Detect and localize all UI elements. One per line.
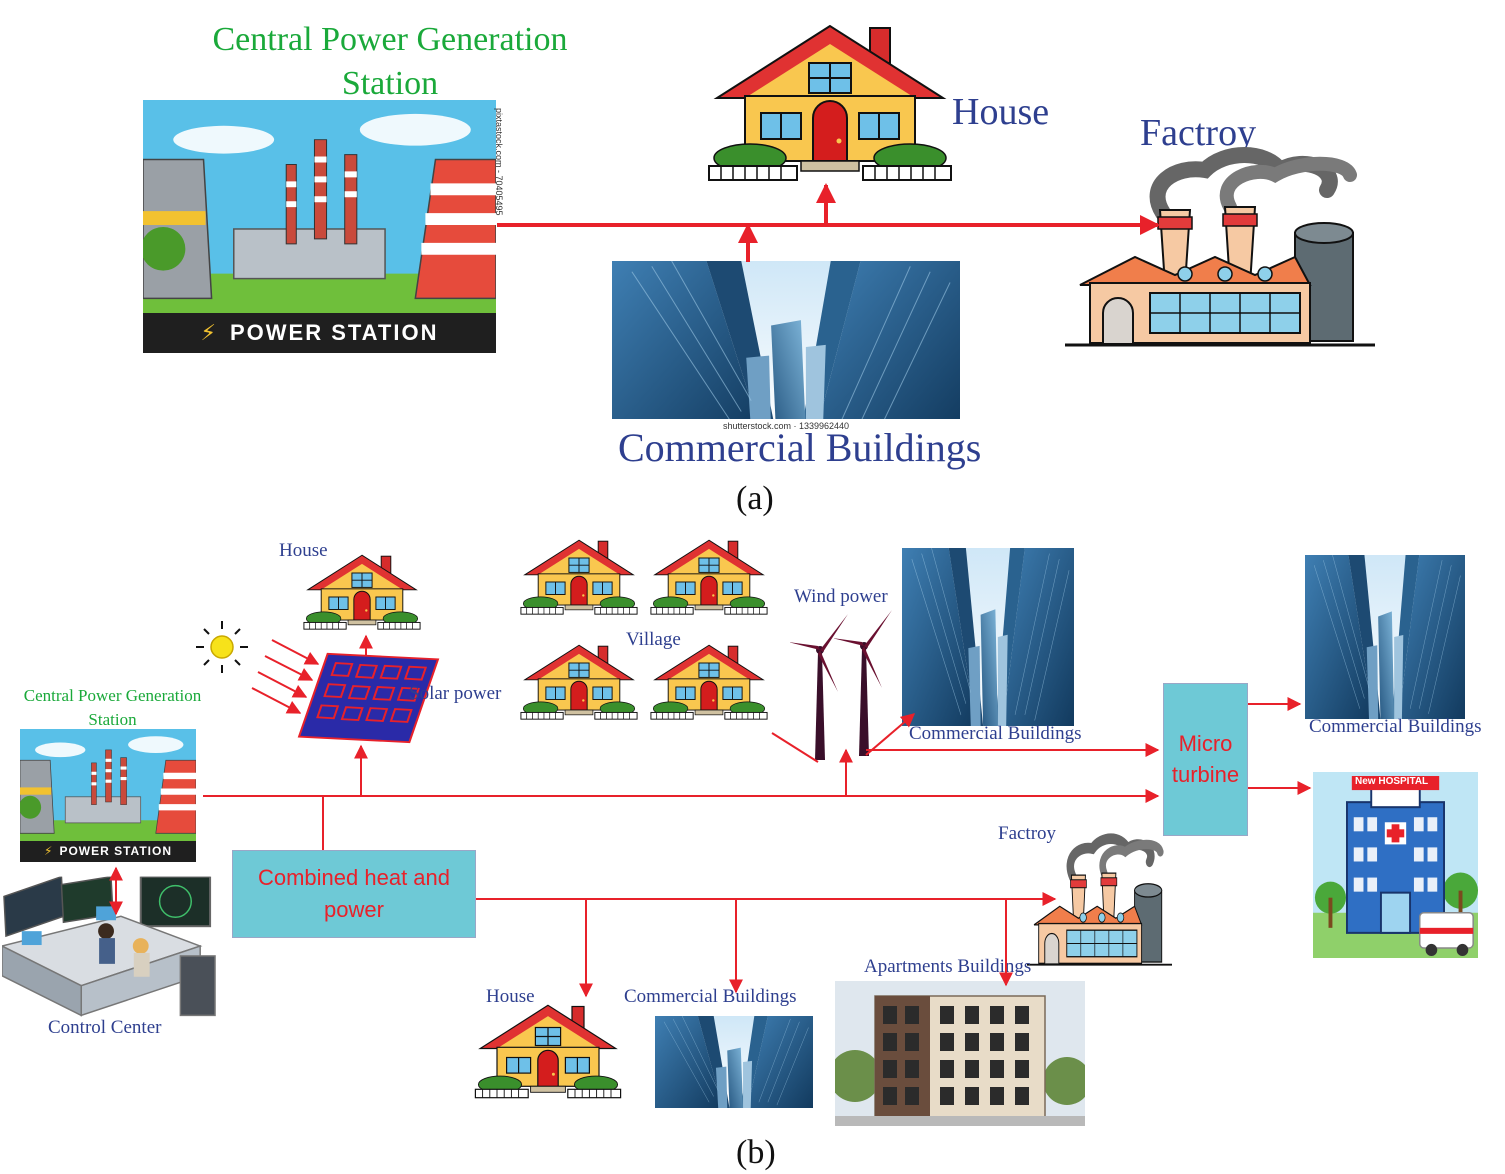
a-factory-image — [1065, 145, 1375, 350]
b-power-station-image: ⚡ POWER STATION — [20, 729, 196, 862]
b-hospital-sign: New HOSPITAL — [1355, 776, 1429, 787]
sun-icon — [192, 619, 252, 675]
b-wind-turbine-2 — [834, 608, 894, 758]
b-apartments-image — [835, 981, 1085, 1126]
b-village-house-1 — [519, 533, 639, 619]
b-commercial-bottom-image — [655, 1016, 813, 1108]
b-house-bottom-label: House — [486, 986, 535, 1007]
b-factory-image — [1027, 832, 1172, 968]
b-power-station-banner: ⚡ POWER STATION — [20, 840, 196, 862]
b-village-label: Village — [626, 629, 681, 650]
a-caption: (a) — [736, 480, 774, 517]
lightning-icon: ⚡ — [200, 319, 218, 345]
b-commercial-mid-image — [902, 548, 1074, 726]
b-factory-label: Factroy — [998, 823, 1057, 844]
a-station-label: Central Power Generation Station — [212, 21, 568, 103]
b-caption: (b) — [736, 1134, 776, 1171]
b-commercial-bottom-label: Commercial Buildings — [624, 986, 797, 1007]
b-hospital-image: New HOSPITAL — [1313, 772, 1478, 958]
a-factory-label: Factroy — [1140, 112, 1257, 154]
a-station-watermark: pixtastock.com - 70405495 — [494, 108, 504, 216]
b-micro-turbine-box: Micro turbine — [1163, 683, 1248, 836]
b-chp-box: Combined heat and power — [232, 850, 476, 938]
b-control-center-image — [2, 876, 220, 1021]
b-house-top-image — [302, 549, 422, 633]
b-commercial-right-image — [1305, 555, 1465, 719]
a-commercial-watermark: shutterstock.com · 1339962440 — [612, 419, 960, 433]
b-village-house-4 — [649, 638, 769, 724]
b-apartments-label: Apartments Buildings — [864, 956, 1032, 977]
b-commercial-right-label: Commercial Buildings — [1309, 716, 1482, 737]
a-power-station-banner: ⚡ POWER STATION — [143, 312, 496, 353]
b-station-label: Central Power Generation Station — [23, 686, 202, 729]
b-solar-label: Solar power — [409, 683, 502, 704]
a-house-label: House — [952, 91, 1050, 133]
a-power-station-image: ⚡ POWER STATION — [143, 100, 496, 353]
lightning-icon: ⚡ — [44, 844, 54, 859]
b-village-house-3 — [519, 638, 639, 724]
b-control-center-label: Control Center — [48, 1017, 162, 1038]
b-house-bottom-image — [473, 998, 623, 1102]
b-village-house-2 — [649, 533, 769, 619]
b-wind-label: Wind power — [794, 586, 888, 607]
a-house-image — [705, 18, 955, 183]
b-commercial-mid-label: Commercial Buildings — [909, 723, 1082, 744]
a-commercial-label: Commercial Buildings — [618, 425, 982, 470]
b-house-top-label: House — [279, 540, 328, 561]
a-commercial-image: shutterstock.com · 1339962440 — [612, 261, 960, 433]
